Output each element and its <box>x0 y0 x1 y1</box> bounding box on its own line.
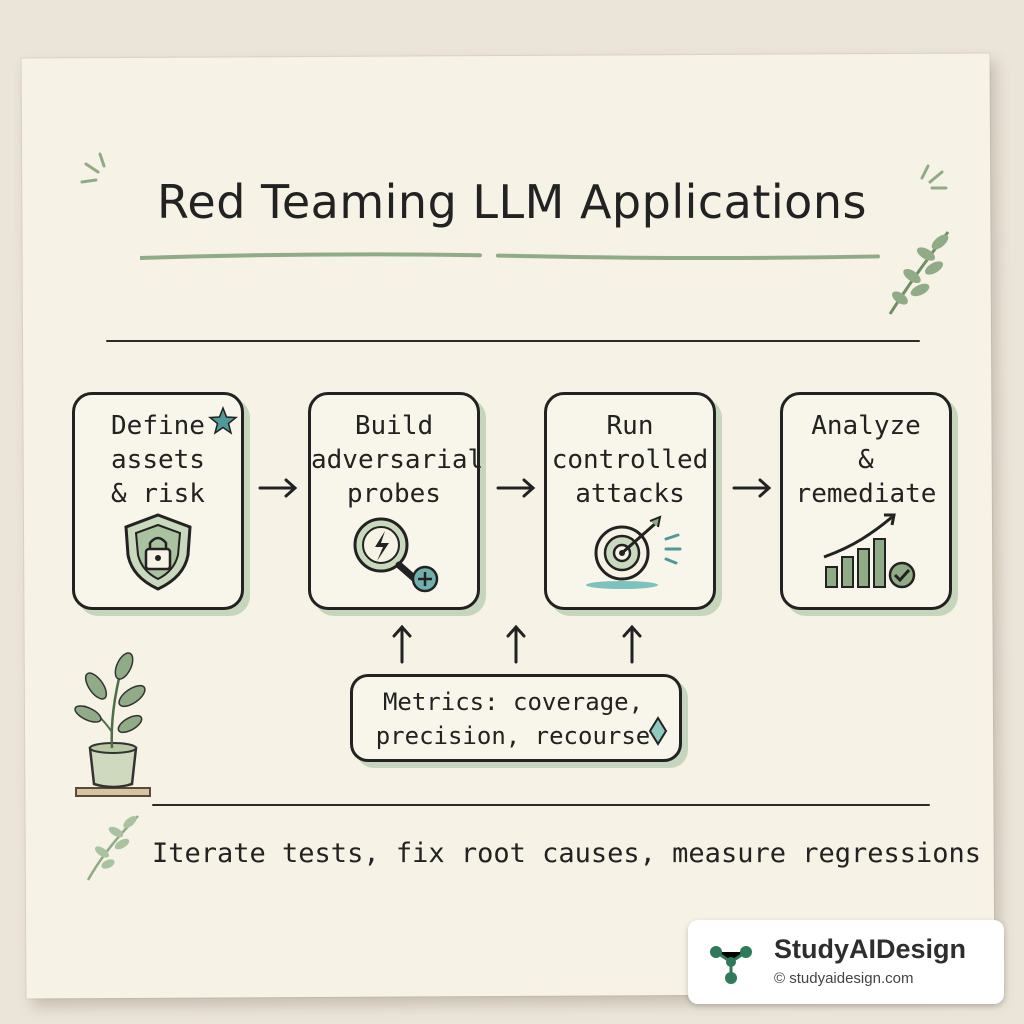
arrow-up-icon <box>622 624 642 664</box>
arrow-right-icon <box>732 478 772 498</box>
step-label: Analyze & remediate <box>795 411 937 509</box>
diamond-sparkle-icon <box>648 716 668 746</box>
metrics-box: Metrics: coverage, precision, recourse <box>350 674 682 762</box>
step-label: Define assets & risk <box>111 411 205 509</box>
step-build-probes: Build adversarial probes <box>308 392 484 610</box>
page-title: Red Teaming LLM Applications <box>157 175 867 229</box>
arrow-up-icon <box>392 624 412 664</box>
arrow-right-icon <box>258 478 298 498</box>
sparkle-right-icon <box>920 164 948 190</box>
step-label: Build adversarial probes <box>311 411 484 509</box>
brand-url[interactable]: © studyaidesign.com <box>774 970 914 987</box>
title-underline <box>140 252 900 260</box>
metrics-text: Metrics: coverage, precision, recourse <box>375 688 651 750</box>
arrow-right-icon <box>496 478 536 498</box>
arrow-up-icon <box>506 624 526 664</box>
step-run-attacks: Run controlled attacks <box>544 392 716 610</box>
target-dart-icon <box>586 515 682 589</box>
brand-badge[interactable]: StudyAIDesign © studyaidesign.com <box>688 920 1004 1004</box>
brand-name: StudyAIDesign <box>774 934 967 964</box>
magnifier-bolt-icon <box>353 517 439 593</box>
star-icon <box>208 406 238 435</box>
network-logo-icon <box>710 946 752 984</box>
top-divider <box>106 340 920 342</box>
shield-lock-icon <box>124 513 192 591</box>
potted-plant-icon <box>74 652 151 797</box>
leaf-sprig-icon <box>888 231 950 315</box>
step-analyze-remediate: Analyze & remediate <box>780 392 952 610</box>
footer-note: Iterate tests, fix root causes, measure … <box>152 838 982 869</box>
step-define-assets: Define assets & risk <box>72 392 244 610</box>
sparkle-left-icon <box>80 152 106 184</box>
step-label: Run controlled attacks <box>551 411 709 509</box>
chart-check-icon <box>823 513 916 589</box>
small-sprig-icon <box>86 815 139 881</box>
bottom-divider <box>152 804 930 806</box>
